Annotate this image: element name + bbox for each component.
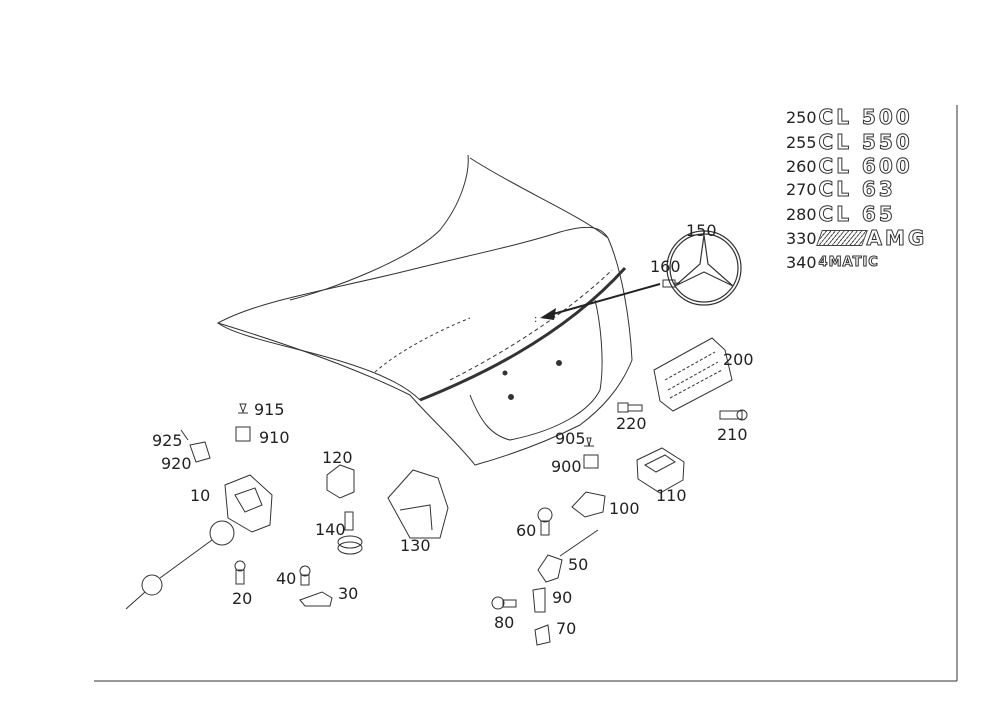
callout-120: 120 (322, 448, 353, 467)
badge-number: 340 (786, 252, 817, 272)
switch-110-icon (636, 447, 685, 494)
badge-text: 4MATIC (818, 254, 879, 270)
callout-30: 30 (338, 584, 359, 603)
mercedes-star-icon (666, 230, 742, 306)
badge-number: 270 (786, 179, 817, 199)
callout-100: 100 (609, 499, 640, 518)
callout-915: 915 (254, 400, 285, 419)
callout-150: 150 (686, 221, 717, 240)
badge-340: 340 4MATIC (786, 251, 879, 273)
latch-50-icon (537, 529, 599, 583)
callout-60: 60 (516, 521, 537, 540)
badge-number: 255 (786, 132, 817, 152)
screw-210-icon (719, 409, 748, 421)
amg-stripes-icon (815, 230, 868, 246)
callout-80: 80 (494, 613, 515, 632)
lock-actuator-10-icon (125, 474, 273, 610)
clip-910-icon (235, 403, 251, 442)
trunk-lid (216, 154, 633, 466)
bolt-160-icon (662, 279, 680, 288)
callout-160: 160 (650, 257, 681, 276)
screw-20-icon (234, 560, 246, 585)
callout-90: 90 (552, 588, 573, 607)
callout-200: 200 (723, 350, 754, 369)
badge-330: 330 AMG (786, 226, 928, 251)
buffer-140-icon (337, 511, 363, 555)
screw-60-icon (537, 507, 553, 536)
callout-220: 220 (616, 414, 647, 433)
badge-text: CL 500 (818, 105, 913, 130)
callout-10: 10 (190, 486, 211, 505)
badge-number: 250 (786, 107, 817, 127)
callout-50: 50 (568, 555, 589, 574)
callout-40: 40 (276, 569, 297, 588)
callout-20: 20 (232, 589, 253, 608)
switch-100-icon (571, 437, 606, 518)
bolt-80-icon (491, 596, 517, 610)
badge-270: 270 CL 63 (786, 177, 896, 202)
star-arrow: : (534, 283, 661, 325)
callout-140: 140 (315, 520, 346, 539)
badge-number: 330 (786, 228, 817, 248)
bracket-30-icon (299, 591, 333, 607)
svg-text::: : (534, 314, 537, 325)
badge-250: 250 CL 500 (786, 105, 913, 130)
badge-text: CL 550 (818, 130, 913, 155)
badge-text: CL 63 (818, 177, 896, 202)
badge-text: CL 65 (818, 202, 896, 227)
callout-925: 925 (152, 431, 183, 450)
callout-70: 70 (556, 619, 577, 638)
badge-260: 260 CL 600 (786, 154, 913, 179)
callout-905: 905 (555, 429, 586, 448)
callout-910: 910 (259, 428, 290, 447)
switch-120-icon (326, 464, 355, 499)
badge-text: AMG (866, 226, 928, 251)
bracket-70-icon (534, 624, 551, 646)
callout-130: 130 (400, 536, 431, 555)
badge-255: 255 CL 550 (786, 130, 913, 155)
badge-number: 260 (786, 156, 817, 176)
screw-40-icon (299, 565, 311, 586)
callout-210: 210 (717, 425, 748, 444)
screw-220-icon (617, 402, 643, 413)
badge-number: 280 (786, 204, 817, 224)
clip-90-icon (532, 587, 546, 613)
badge-280: 280 CL 65 (786, 202, 896, 227)
cover-130-icon (387, 469, 449, 539)
callout-900: 900 (551, 457, 582, 476)
callout-920: 920 (161, 454, 192, 473)
badge-text: CL 600 (818, 154, 913, 179)
clip-920-icon (180, 429, 211, 463)
license-bracket-icon (653, 337, 733, 412)
callout-110: 110 (656, 486, 687, 505)
